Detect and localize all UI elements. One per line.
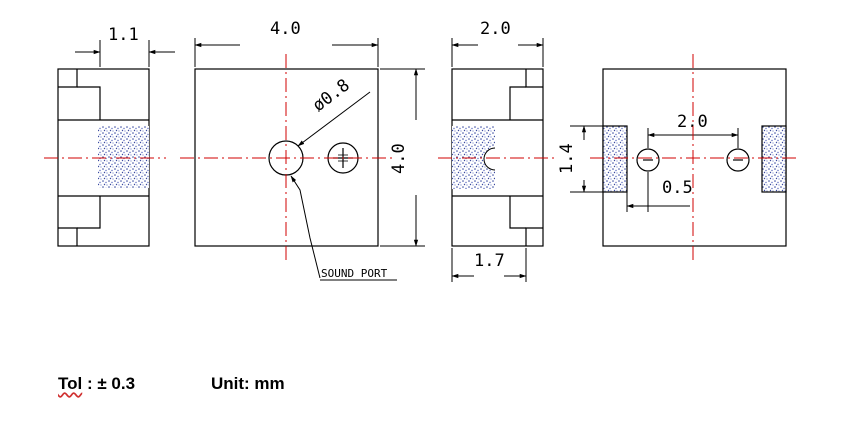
dim-hole-diameter: ø0.8 xyxy=(309,75,354,116)
side-view-dim-1-1 xyxy=(75,40,175,67)
tolerance-note: Tol : ± 0.3 xyxy=(58,374,135,394)
sound-port-leader xyxy=(290,175,397,281)
pad-pitch-dim xyxy=(647,128,739,148)
top-view-dim-width xyxy=(194,38,379,67)
dim-top-width: 4.0 xyxy=(270,19,301,39)
hole-diameter-leader xyxy=(297,91,371,147)
dim-pad-height: 1.4 xyxy=(557,143,577,174)
right-view-dim-bottom xyxy=(451,248,527,282)
dim-top-height: 4.0 xyxy=(389,143,409,174)
side-view-top-step xyxy=(58,69,78,88)
side-view-bottom-step xyxy=(58,227,78,246)
unit-note: Unit: mm xyxy=(211,374,285,393)
tolerance-label: Tol xyxy=(58,374,83,393)
side-view-pad xyxy=(98,126,149,188)
dim-side-width: 1.1 xyxy=(108,25,139,45)
dim-pad-offset: 0.5 xyxy=(662,178,693,198)
side-view-notch-top xyxy=(77,86,101,120)
left-pad xyxy=(602,125,628,193)
right-terminal-hole xyxy=(726,148,750,172)
right-view-dim-width xyxy=(451,38,544,67)
right-pad xyxy=(761,125,787,193)
side-view xyxy=(57,68,150,247)
dim-right-bottom: 1.7 xyxy=(474,251,505,271)
tolerance-value: : ± 0.3 xyxy=(82,374,136,393)
pad-offset-dim xyxy=(626,172,690,212)
sound-port-label: SOUND PORT xyxy=(321,267,388,280)
top-view-dim-height xyxy=(380,68,425,247)
left-terminal-hole xyxy=(636,148,660,172)
dim-pad-pitch: 2.0 xyxy=(677,112,708,132)
center-lines xyxy=(44,54,800,264)
dim-right-width: 2.0 xyxy=(480,19,511,39)
side-view-notch-bottom xyxy=(77,196,101,229)
pad-height-dim xyxy=(570,125,603,193)
